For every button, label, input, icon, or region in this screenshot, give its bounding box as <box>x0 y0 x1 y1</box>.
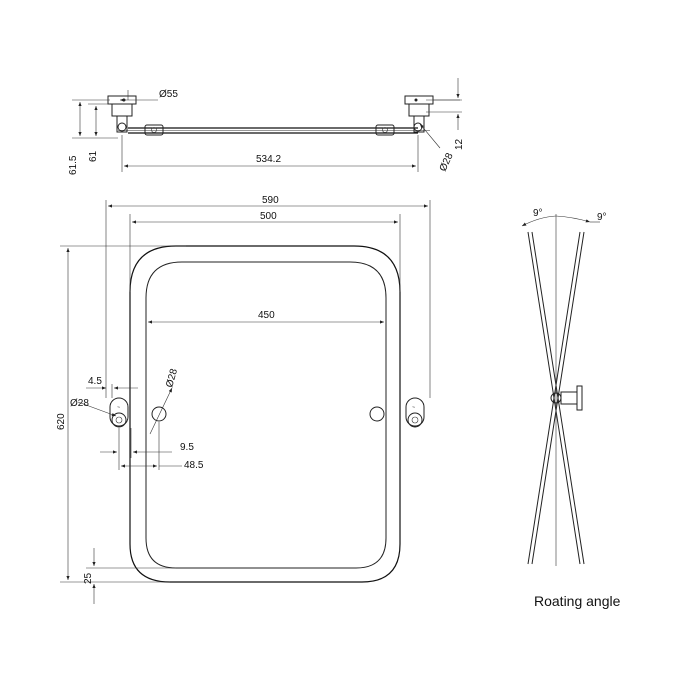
dim-620: 620 <box>56 245 186 583</box>
dim-61-label: 61 <box>88 150 99 162</box>
dim-590-label: 590 <box>262 195 279 206</box>
dim-d28-top: Ø28 <box>419 123 456 173</box>
dim-500: 500 <box>129 211 401 292</box>
dim-450: 450 <box>148 310 384 324</box>
dim-500-label: 500 <box>260 211 277 222</box>
dim-620-label: 620 <box>56 413 67 430</box>
rotation-caption: Roating angle <box>534 593 621 609</box>
mounting-hole-right <box>369 406 385 422</box>
dim-d28-hole-label: Ø28 <box>164 367 180 389</box>
dim-4-5: 4.5 <box>86 376 138 398</box>
dim-615-label: 61.5 <box>68 155 79 175</box>
dim-12-label: 12 <box>454 138 465 150</box>
right-wall-bracket <box>375 95 460 136</box>
dim-25-label: 25 <box>83 572 94 584</box>
dim-12: 12 <box>426 78 465 150</box>
right-hinge: ~ <box>405 397 425 428</box>
dim-25: 25 <box>83 548 176 604</box>
rotation-hinge <box>550 385 583 411</box>
dim-534: 534.2 <box>121 135 419 172</box>
front-view: ~ ~ 590 500 450 <box>56 195 431 604</box>
angle-right-label: 9° <box>597 212 607 223</box>
hinge-mark-left: ~ <box>117 405 120 411</box>
dim-48-5: 48.5 <box>121 422 204 471</box>
dim-d55-label: Ø55 <box>159 89 178 100</box>
angle-left: 9° <box>521 208 557 227</box>
dim-590: 590 <box>105 195 431 398</box>
rail-frame-inner <box>145 261 387 569</box>
dim-d28-top-label: Ø28 <box>438 151 456 173</box>
dim-d28-left: Ø28 <box>70 398 117 417</box>
hinge-mark-right: ~ <box>412 405 415 411</box>
dim-d28-left-label: Ø28 <box>70 398 89 409</box>
side-view: 9° 9° Roating angle <box>521 208 621 609</box>
top-rail <box>118 127 430 134</box>
rotation-rail-b <box>527 231 585 565</box>
dim-4-5-label: 4.5 <box>88 376 102 387</box>
dim-9-5: 9.5 <box>100 428 194 470</box>
angle-left-label: 9° <box>533 208 543 219</box>
dim-534-label: 534.2 <box>256 154 281 165</box>
mounting-hole-left <box>151 406 167 422</box>
left-wall-bracket <box>107 95 164 136</box>
dim-d55: Ø55 <box>120 89 178 102</box>
rail-frame-outer <box>129 245 401 583</box>
angle-right: 9° <box>555 212 607 223</box>
left-hinge: ~ <box>109 397 129 428</box>
dim-48-5-label: 48.5 <box>184 460 204 471</box>
dim-9-5-label: 9.5 <box>180 442 194 453</box>
top-view: Ø55 534.2 61.5 61 12 <box>68 78 465 175</box>
dim-d28-hole: Ø28 <box>149 367 180 435</box>
dim-615: 61.5 <box>68 99 118 175</box>
dim-450-label: 450 <box>258 310 275 321</box>
dim-61: 61 <box>88 103 110 162</box>
